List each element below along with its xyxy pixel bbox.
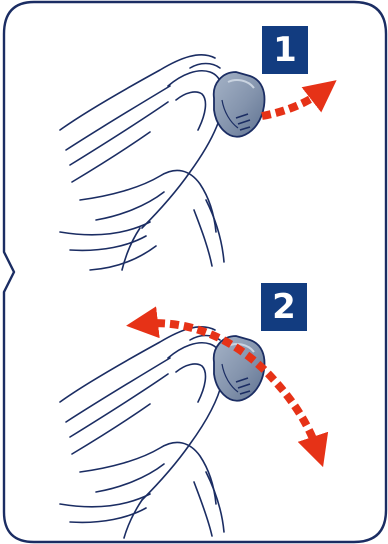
panel-1-earbud bbox=[214, 72, 265, 137]
step-2-number: 2 bbox=[261, 283, 307, 331]
frame-border bbox=[4, 2, 386, 542]
panel-1-hand bbox=[60, 55, 224, 270]
step-1-number: 1 bbox=[262, 26, 308, 74]
panel-2-hand bbox=[60, 327, 224, 538]
rotate-outward-arrow-icon bbox=[262, 90, 324, 116]
